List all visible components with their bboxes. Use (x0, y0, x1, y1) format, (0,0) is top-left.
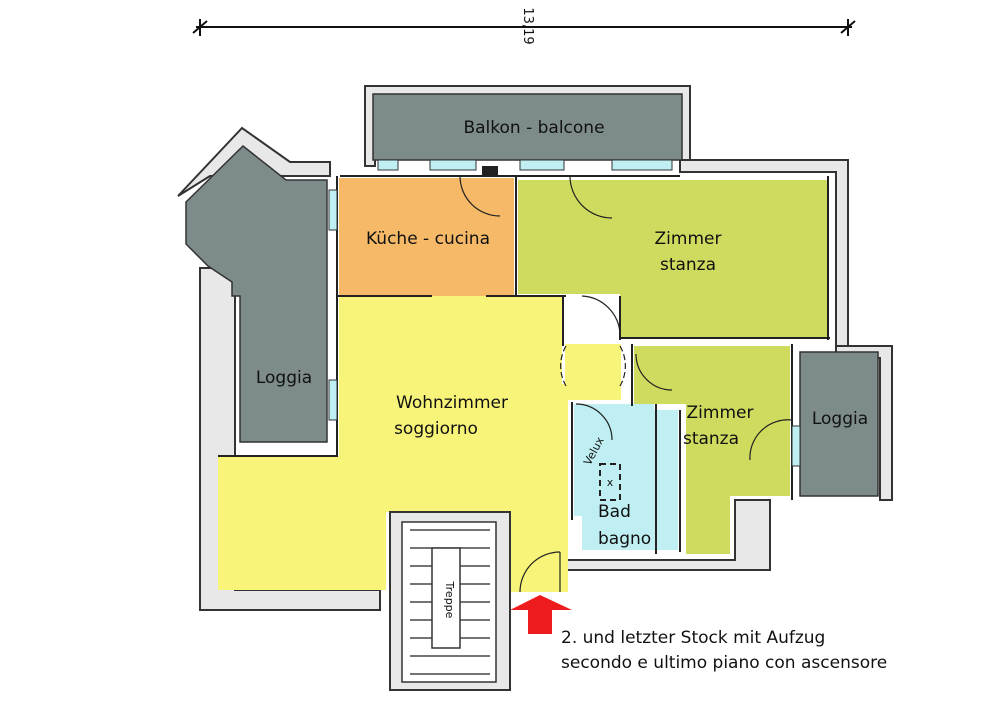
dimension-line: 13,19 (192, 7, 856, 45)
kitchen-area (339, 178, 514, 296)
bath-area (574, 404, 678, 550)
room1-label-de: Zimmer (655, 229, 722, 249)
floor-note-line1: 2. und letzter Stock mit Aufzug (561, 628, 825, 648)
floor-note-line2: secondo e ultimo piano con ascensore (561, 653, 887, 673)
loggia-right-area (799, 351, 879, 497)
room2-label-it: stanza (683, 429, 739, 449)
doors (459, 175, 793, 593)
hall-area (565, 344, 621, 400)
velux-window-icon: x (599, 463, 621, 501)
dimension-label: 13,19 (520, 7, 535, 44)
svg-text:x: x (607, 476, 614, 489)
living-label-it: soggiorno (394, 419, 478, 439)
room1-area (518, 180, 827, 338)
loggia-right-label: Loggia (812, 409, 868, 429)
balcony-label: Balkon - balcone (463, 118, 604, 138)
entrance-arrow-icon (510, 595, 572, 634)
loggia-left-area (185, 145, 328, 443)
svg-text:Treppe: Treppe (443, 581, 456, 619)
room1-label-it: stanza (660, 255, 716, 275)
staircase: Treppe (389, 511, 511, 691)
loggia-left-label: Loggia (256, 368, 312, 388)
living-label-de: Wohnzimmer (396, 393, 508, 413)
bath-label-de: Bad (598, 502, 631, 522)
kitchen-label: Küche - cucina (366, 229, 490, 249)
living-area (218, 296, 568, 592)
balcony-area (372, 93, 683, 161)
room2-area (634, 346, 790, 554)
room2-label-de: Zimmer (687, 403, 754, 423)
bath-label-it: bagno (598, 529, 651, 549)
windows (328, 159, 801, 467)
